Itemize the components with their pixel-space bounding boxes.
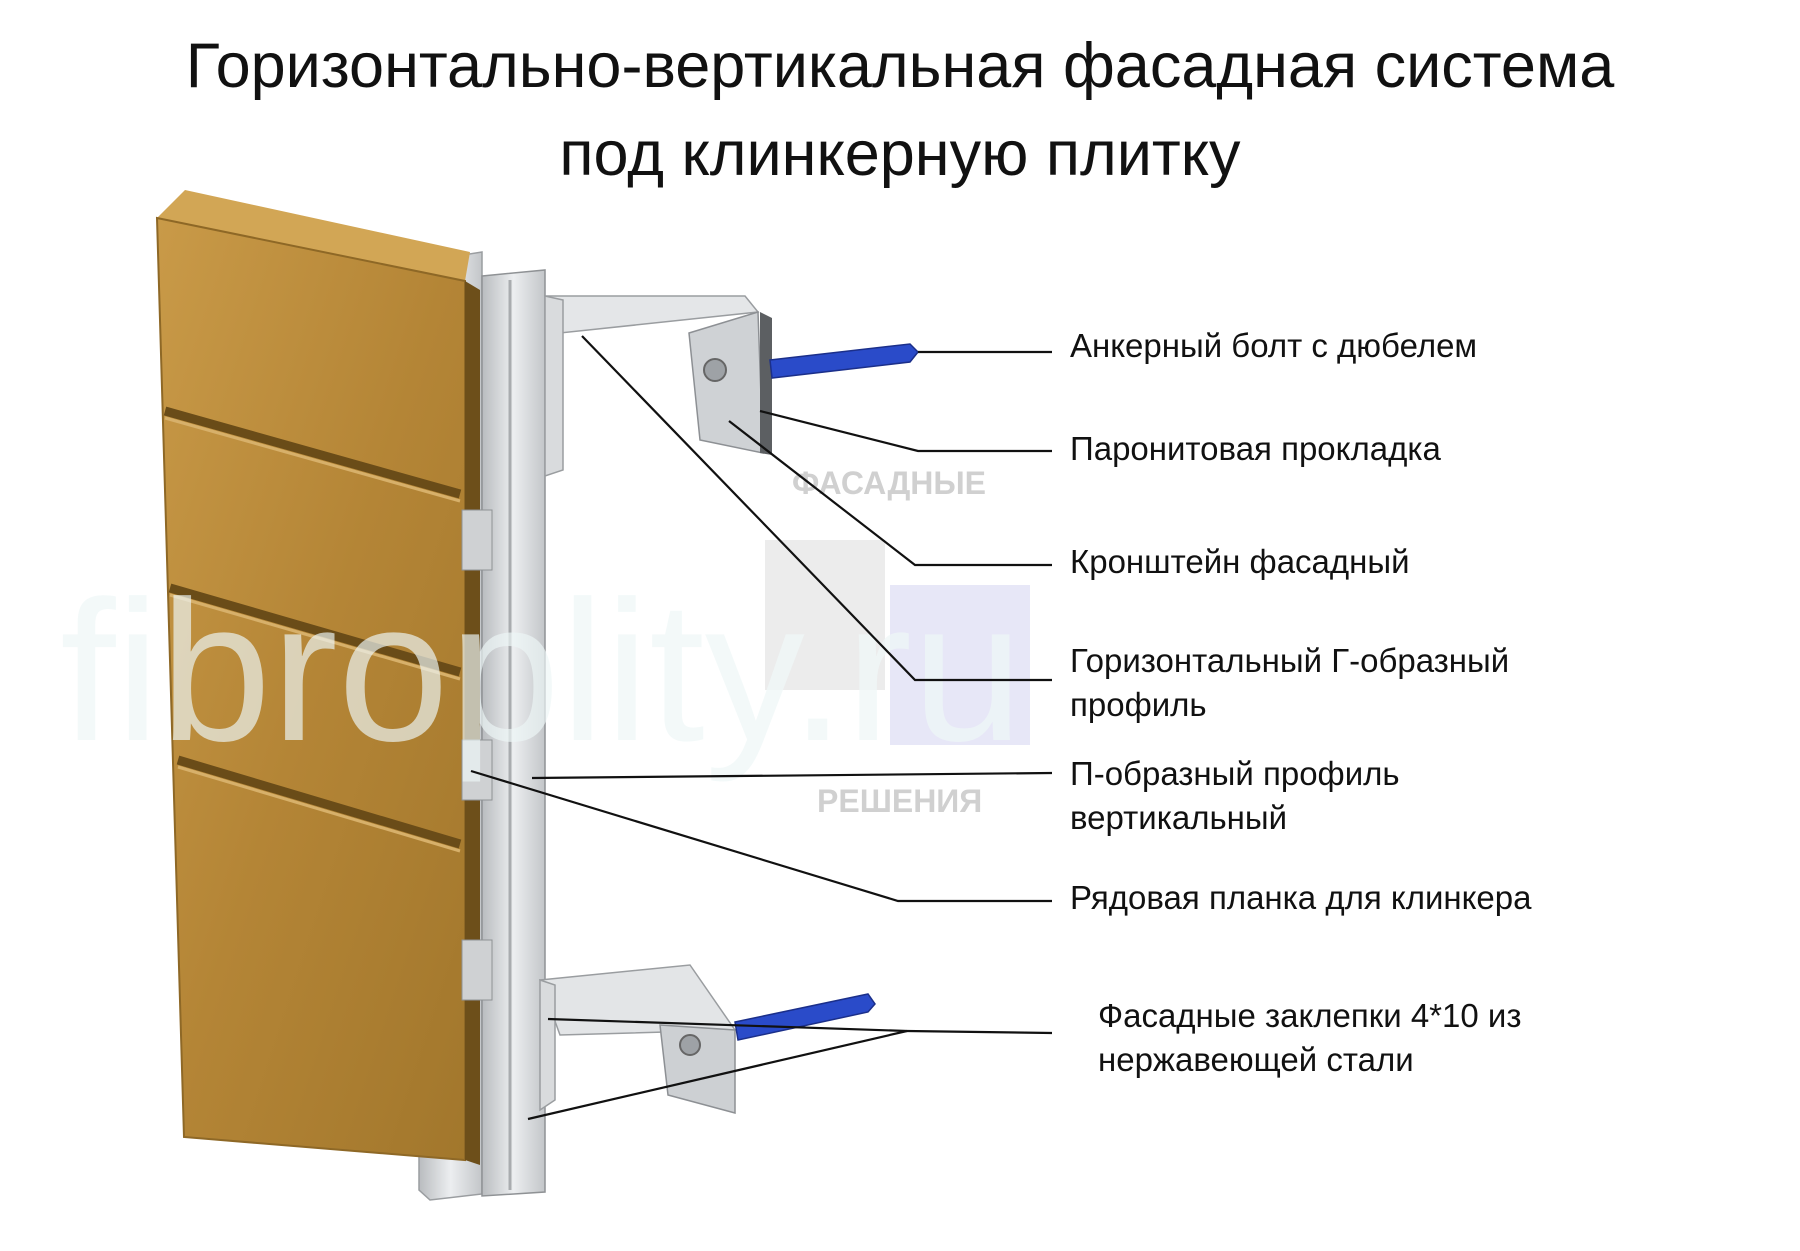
label-facade-bracket: Кронштейн фасадный <box>1070 540 1410 584</box>
leader-lines <box>470 335 1053 1121</box>
top-facade-bracket <box>543 295 772 478</box>
label-text: Паронитовая прокладка <box>1070 430 1441 467</box>
label-text: Рядовая планка для клинкера <box>1070 879 1532 916</box>
label-anchor-bolt: Анкерный болт с дюбелем <box>1070 324 1477 368</box>
label-paronite-gasket: Паронитовая прокладка <box>1070 427 1441 471</box>
label-text: Кронштейн фасадный <box>1070 543 1410 580</box>
label-row-strip: Рядовая планка для клинкера <box>1070 876 1531 920</box>
leader-line-row-strip <box>470 769 1052 903</box>
label-text: Фасадные заклепки 4*10 из <box>1098 997 1522 1034</box>
label-vertical-p-profile: П-образный профиль вертикальный <box>1070 752 1400 840</box>
diagram-title-line-1: Горизонтально-вертикальная фасадная сист… <box>185 31 1615 101</box>
bottom-anchor-dowel <box>734 993 876 1041</box>
clinker-tile-panel <box>155 190 493 1165</box>
leader-line-rivets-2 <box>527 1029 908 1121</box>
bottom-facade-bracket <box>538 964 737 1114</box>
watermark: fibroplity.ru ФАСАДНЫЕ РЕШЕНИЯ <box>60 465 1030 819</box>
watermark-logo-top: ФАСАДНЫЕ <box>792 465 986 501</box>
label-text: нержавеющей стали <box>1098 1041 1414 1078</box>
logo-square-icon <box>890 585 1030 745</box>
leader-line-g-profile <box>581 335 1052 682</box>
label-facade-rivets: Фасадные заклепки 4*10 из нержавеющей ста… <box>1098 994 1521 1082</box>
leader-line-paronite <box>759 409 1052 453</box>
label-text: Горизонтальный Г-образный <box>1070 642 1510 679</box>
top-anchor-dowel <box>769 343 920 379</box>
label-horizontal-g-profile: Горизонтальный Г-образный профиль <box>1070 639 1509 727</box>
logo-square-icon <box>765 540 885 690</box>
label-text: вертикальный <box>1070 799 1288 836</box>
label-text: П-образный профиль <box>1070 755 1400 792</box>
watermark-logo-bottom: РЕШЕНИЯ <box>817 783 982 819</box>
watermark-text: fibroplity.ru <box>60 560 1023 783</box>
label-text: профиль <box>1070 686 1207 723</box>
leader-line-p-profile <box>531 771 1053 780</box>
leader-line-bracket <box>728 420 1052 567</box>
label-text: Анкерный болт с дюбелем <box>1070 327 1478 364</box>
diagram-title-line-2: под клинкерную плитку <box>559 119 1241 189</box>
